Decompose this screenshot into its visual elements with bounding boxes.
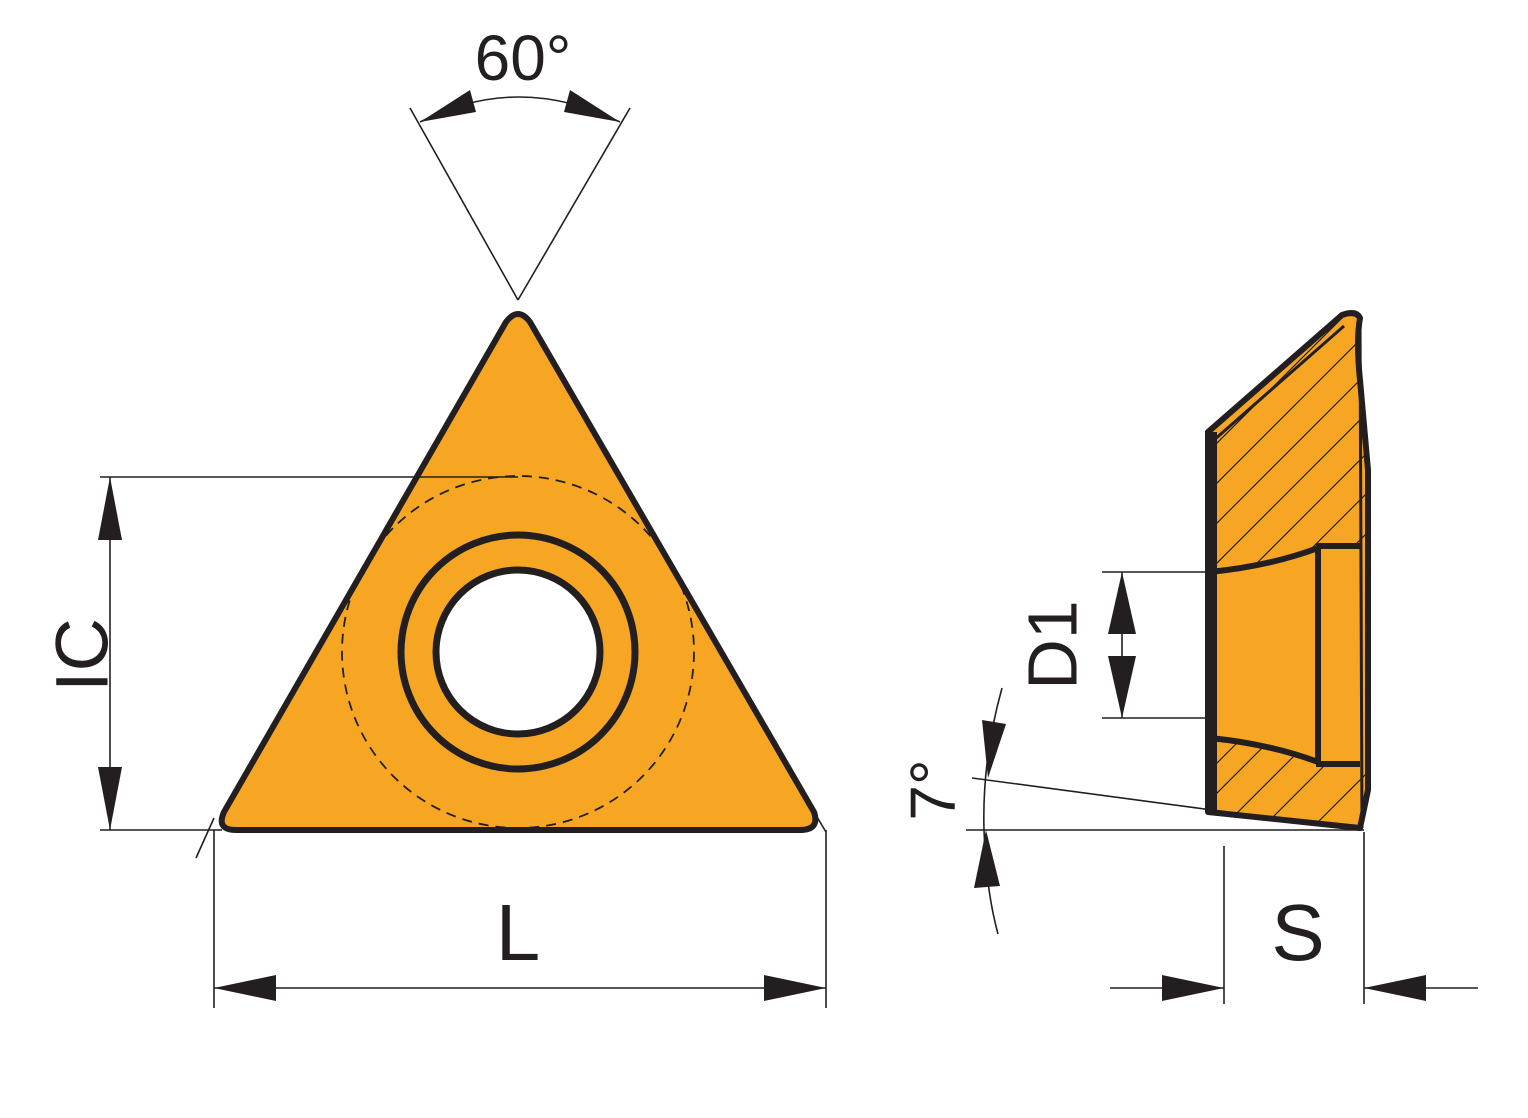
hole-bottom-profile [1209,735,1320,765]
inscribed-circle [341,475,695,829]
l-arrow-right [764,975,826,1001]
d1-arrow-bottom [1108,656,1136,718]
corner-line-left [195,817,215,859]
l-arrow-left [214,975,276,1001]
corner-line-right [813,811,827,833]
side-hole-region [1210,544,1360,768]
ic-arrow-top [98,477,122,540]
ic-label: IC [41,618,124,692]
hole-top-profile [1209,545,1320,575]
s-arrow-left [1162,975,1224,1001]
angle-arrow-left [420,90,476,122]
angle-ray-left [409,107,519,301]
ic-arrow-bottom [98,767,122,830]
side-right-edge [1358,317,1364,829]
clearance-arrow-top [982,720,1006,778]
side-view: D1 7° S [897,310,1478,1004]
s-arrow-right [1364,975,1426,1001]
side-chamfer-line [1213,324,1345,442]
clearance-arrow-bottom [974,830,1000,888]
angle-top-label: 60° [475,22,572,94]
clearance-angle-line [971,777,1363,831]
d1-label: D1 [1013,600,1091,689]
s-label: S [1271,888,1324,977]
front-view: 60° IC L [41,22,827,1008]
d1-arrow-top [1108,572,1136,634]
angle-ray-right [517,107,631,301]
l-label: L [496,888,541,977]
clearance-angle-label: 7° [897,759,969,820]
center-hole [432,566,604,738]
angle-arrow-right [564,90,620,122]
